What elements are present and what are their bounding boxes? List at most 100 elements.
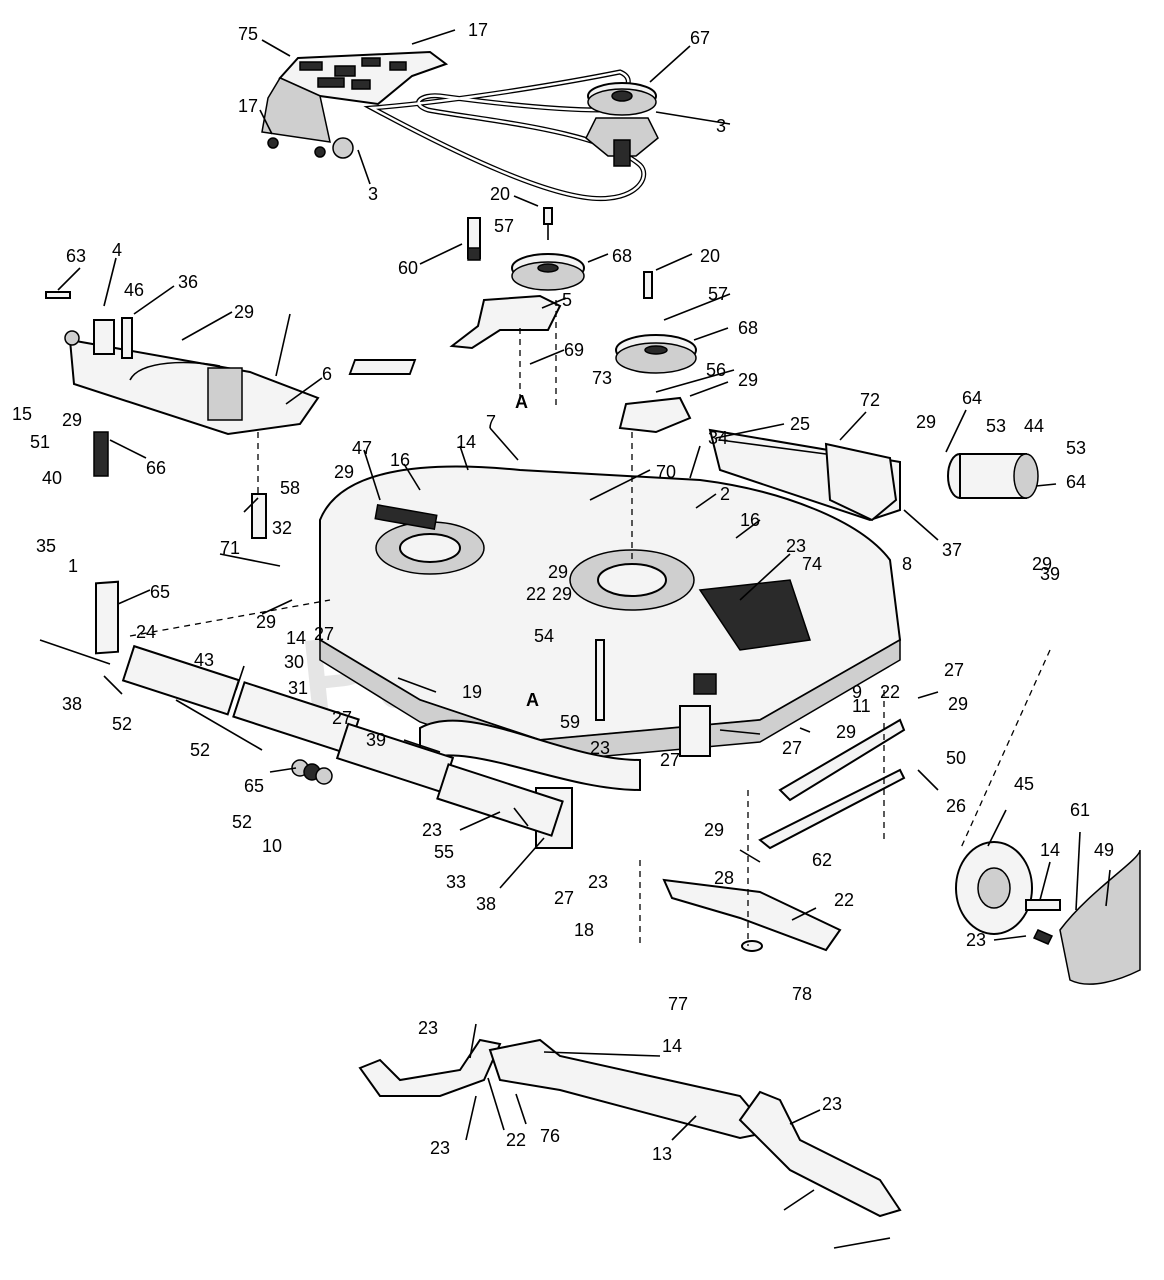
callout-number: 68 <box>738 318 758 338</box>
callout-number: 23 <box>588 872 608 892</box>
callout-number: 29 <box>916 412 936 432</box>
callout-number: 28 <box>714 868 734 888</box>
callout-number: 68 <box>612 246 632 266</box>
wheel-bracket <box>1059 849 1141 985</box>
callout-number: 37 <box>942 540 962 560</box>
callout-number: 23 <box>786 536 806 556</box>
callout-number: 73 <box>592 368 612 388</box>
callout-number: 35 <box>36 536 56 556</box>
callout-number: 29 <box>234 302 254 322</box>
callout-number: 15 <box>12 404 32 424</box>
callout-number: 29 <box>738 370 758 390</box>
callout-number: 72 <box>860 390 880 410</box>
callout-number: 44 <box>1024 416 1044 436</box>
belt-cover-plate <box>261 50 449 159</box>
callout-number: 47 <box>352 438 372 458</box>
callout-number: 11 <box>852 696 871 716</box>
callout-number: 51 <box>30 432 50 452</box>
mower-blade <box>662 878 842 952</box>
leader-lines <box>57 29 1111 1249</box>
callout-number: 66 <box>146 458 166 478</box>
callout-number: 58 <box>280 478 300 498</box>
callout-number: 29 <box>948 694 968 714</box>
callout-number: 20 <box>490 184 510 204</box>
callout-number: 39 <box>366 730 386 750</box>
left-deck-bracket <box>45 291 320 436</box>
callout-number: 14 <box>662 1036 682 1056</box>
callout-number: 33 <box>446 872 466 892</box>
callout-number: 53 <box>986 416 1006 436</box>
deck-hanger-front <box>358 1038 502 1097</box>
callout-number: 27 <box>332 708 352 728</box>
callout-number: 67 <box>690 28 710 48</box>
gauge-wheel <box>955 841 1061 945</box>
callout-number: 24 <box>136 622 156 642</box>
callout-number: 78 <box>792 984 812 1004</box>
callout-number: 62 <box>812 850 832 870</box>
callout-number: 46 <box>124 280 144 300</box>
anti-scalp-rollers <box>39 580 564 837</box>
callout-number: 26 <box>946 796 966 816</box>
callout-number: 64 <box>1066 472 1086 492</box>
callout-number: 29 <box>62 410 82 430</box>
callout-number: 69 <box>564 340 584 360</box>
callout-number: 22 <box>834 890 854 910</box>
callout-number: 54 <box>534 626 554 646</box>
idler-pulley-upper <box>467 207 585 291</box>
callout-number: 8 <box>902 554 912 574</box>
callout-number: 43 <box>194 650 214 670</box>
deck-hanger-rear <box>738 1090 902 1218</box>
callout-number: 29 <box>552 584 572 604</box>
callout-number: 17 <box>468 20 488 40</box>
callout-number: 31 <box>288 678 308 698</box>
callout-number: 23 <box>822 1094 842 1114</box>
callout-number: 5 <box>562 290 572 310</box>
callout-number: 14 <box>286 628 306 648</box>
right-bracket-assembly <box>708 428 901 522</box>
callout-labels: 75 17 17 67 3 3 20 57 60 68 20 57 68 5 6… <box>12 20 1114 1164</box>
callout-number: 29 <box>1032 554 1052 574</box>
section-marker-a-lower: A <box>526 690 539 710</box>
front-baffle-strip <box>758 718 906 850</box>
callout-number: 10 <box>262 836 282 856</box>
callout-number: 27 <box>314 624 334 644</box>
callout-number: 39 <box>1040 564 1060 584</box>
callout-number: 65 <box>150 582 170 602</box>
callout-number: 1 <box>68 556 78 576</box>
callout-number: 27 <box>660 750 680 770</box>
callout-number: 16 <box>740 510 760 530</box>
callout-number: 6 <box>322 364 332 384</box>
spindle-pulley <box>585 82 659 167</box>
callout-number: 30 <box>284 652 304 672</box>
spacer-tube <box>93 431 267 539</box>
callout-number: 29 <box>548 562 568 582</box>
callout-number: 13 <box>652 1144 672 1164</box>
callout-number: 23 <box>430 1138 450 1158</box>
drive-belt <box>363 69 647 202</box>
idler-arm-bracket <box>348 294 562 375</box>
callout-number: 3 <box>716 116 726 136</box>
callout-number: 23 <box>422 820 442 840</box>
callout-number: 55 <box>434 842 454 862</box>
callout-number: 52 <box>232 812 252 832</box>
callout-number: 18 <box>574 920 594 940</box>
callout-number: 53 <box>1066 438 1086 458</box>
callout-number: 29 <box>704 820 724 840</box>
callout-number: 56 <box>706 360 726 380</box>
callout-number: 19 <box>462 682 482 702</box>
callout-number: 45 <box>1014 774 1034 794</box>
callout-number: 14 <box>456 432 476 452</box>
callout-number: 71 <box>220 538 240 558</box>
callout-number: 17 <box>238 96 258 116</box>
callout-number: 57 <box>494 216 514 236</box>
callout-number: 32 <box>272 518 292 538</box>
callout-number: 77 <box>668 994 688 1014</box>
callout-number: 25 <box>790 414 810 434</box>
callout-number: 61 <box>1070 800 1090 820</box>
callout-number: 70 <box>656 462 676 482</box>
callout-number: 63 <box>66 246 86 266</box>
callout-number: 40 <box>42 468 62 488</box>
callout-number: 64 <box>962 388 982 408</box>
callout-number: 29 <box>334 462 354 482</box>
